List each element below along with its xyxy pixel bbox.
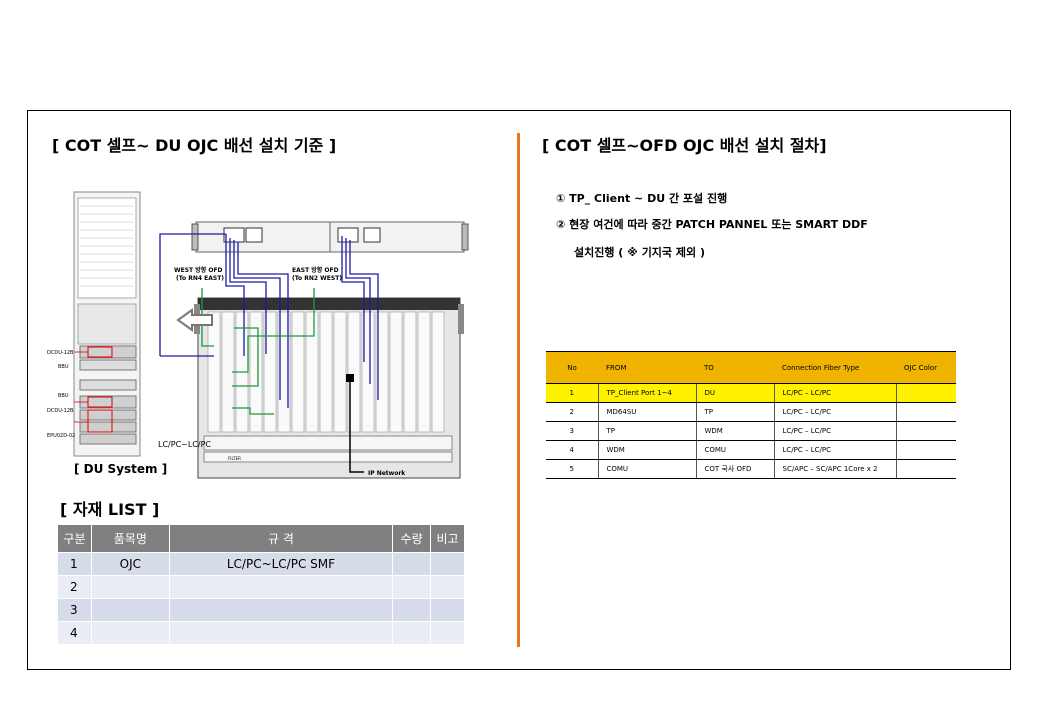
material-cell — [168, 598, 394, 622]
material-cell — [90, 621, 170, 645]
material-cell — [392, 552, 432, 576]
label-lc-pc: LC/PC~LC/PC — [158, 440, 211, 449]
section-divider — [517, 133, 520, 647]
label-ip-network: IP Network — [368, 470, 406, 477]
green-fibers — [201, 288, 315, 415]
connection-cell — [895, 459, 956, 479]
material-cell — [168, 621, 394, 645]
connection-cell — [895, 421, 956, 441]
connection-cell: TP — [597, 421, 696, 441]
label-dcdu-top: DCDU-12B — [47, 350, 74, 356]
cot-shelf: FILTER — [194, 297, 464, 479]
material-cell: 1 — [57, 552, 92, 576]
material-cell: 2 — [57, 575, 92, 599]
table-row: 1 TP_Client Port 1~4 DU LC/PC – LC/PC — [546, 383, 956, 403]
label-filter: FILTER — [228, 456, 241, 461]
connection-cell: 1 — [546, 383, 598, 403]
connection-cell: COT 국사 OFD — [695, 459, 774, 479]
material-cell — [90, 575, 170, 599]
table-row: 4 — [57, 621, 465, 645]
connection-cell: 3 — [546, 421, 598, 441]
table-row: 1 OJC LC/PC~LC/PC SMF — [57, 552, 465, 576]
connection-cell: LC/PC – LC/PC — [773, 383, 896, 403]
left-section-title: [ COT 셀프~ DU OJC 배선 설치 기준 ] — [52, 136, 337, 155]
connection-cell: WDM — [597, 440, 696, 460]
material-cell — [392, 575, 432, 599]
connection-header-cell: Connection Fiber Type — [774, 351, 896, 384]
label-epu: EPU02D-02 — [47, 433, 75, 439]
label-bbu-bottom: BBU — [58, 393, 69, 399]
material-cell: 4 — [57, 621, 92, 645]
procedure-step-2-continued: 설치진행 ( ※ 기지국 제외 ) — [574, 246, 705, 259]
procedure-step-1: ① TP_ Client ~ DU 간 포설 진행 — [556, 192, 728, 205]
connection-header-cell: TO — [696, 351, 774, 384]
material-header-cell: 품목명 — [90, 524, 170, 553]
connection-cell: 2 — [546, 402, 598, 422]
procedure-step-2: ② 현장 여건에 따라 중간 PATCH PANNEL 또는 SMART DDF — [556, 218, 868, 231]
right-section-title: [ COT 셀프~OFD OJC 배선 설치 절차] — [542, 136, 827, 155]
label-east-sub: (To RN2 WEST) — [292, 275, 342, 282]
connection-cell: LC/PC – LC/PC — [773, 440, 896, 460]
connection-header-row: No FROM TO Connection Fiber Type OJC Col… — [546, 351, 956, 384]
connection-cell: 5 — [546, 459, 598, 479]
material-list-title: [ 자재 LIST ] — [60, 500, 160, 519]
ip-network-link: IP Network — [346, 374, 406, 477]
label-west-sub: (To RN4 EAST) — [176, 275, 224, 282]
material-cell — [430, 552, 465, 576]
material-cell — [168, 575, 394, 599]
material-cell: LC/PC~LC/PC SMF — [168, 552, 394, 576]
material-cell — [392, 621, 432, 645]
direction-arrow-icon — [176, 308, 213, 332]
material-cell: OJC — [90, 552, 170, 576]
connection-cell — [895, 402, 956, 422]
connection-cell: DU — [695, 383, 774, 403]
connection-cell: WDM — [695, 421, 774, 441]
du-system-caption: [ DU System ] — [74, 462, 168, 476]
material-header-cell: 구분 — [57, 524, 92, 553]
table-row: 5 COMU COT 국사 OFD SC/APC – SC/APC 1Core … — [546, 459, 956, 479]
connection-header-cell: OJC Color — [896, 351, 956, 384]
material-cell — [90, 598, 170, 622]
material-cell — [430, 598, 465, 622]
material-header-row: 구분 품목명 규 격 수량 비고 — [57, 524, 465, 553]
table-row: 2 MD64SU TP LC/PC – LC/PC — [546, 402, 956, 422]
table-row: 4 WDM COMU LC/PC – LC/PC — [546, 440, 956, 460]
connection-header-cell: FROM — [598, 351, 696, 384]
connection-cell: TP — [695, 402, 774, 422]
connection-cell — [895, 383, 956, 403]
material-cell: 3 — [57, 598, 92, 622]
material-cell — [430, 575, 465, 599]
connection-header-cell: No — [546, 351, 598, 384]
connection-cell: COMU — [597, 459, 696, 479]
label-dcdu-bottom: DCDU-12B — [47, 408, 74, 414]
material-cell — [392, 598, 432, 622]
connection-cell: SC/APC – SC/APC 1Core x 2 — [773, 459, 896, 479]
material-list-table: 구분 품목명 규 격 수량 비고 1 OJC LC/PC~LC/PC SMF 2… — [57, 524, 465, 645]
content-frame — [27, 110, 1011, 670]
table-row: 2 — [57, 575, 465, 599]
material-header-cell: 규 격 — [168, 524, 394, 553]
table-row: 3 TP WDM LC/PC – LC/PC — [546, 421, 956, 441]
wiring-diagram: DCDU-12B BBU BBU DCDU-12B EPU02D-02 — [47, 191, 469, 479]
connection-cell: MD64SU — [597, 402, 696, 422]
connection-cell: TP_Client Port 1~4 — [597, 383, 696, 403]
label-west-ofd: WEST 방향 OFD — [174, 266, 223, 274]
connection-cell: COMU — [695, 440, 774, 460]
connection-cell: LC/PC – LC/PC — [773, 402, 896, 422]
connection-cell: LC/PC – LC/PC — [773, 421, 896, 441]
connection-table: No FROM TO Connection Fiber Type OJC Col… — [546, 351, 956, 479]
connection-cell: 4 — [546, 440, 598, 460]
connection-cell — [895, 440, 956, 460]
material-header-cell: 수량 — [392, 524, 432, 553]
du-rack: DCDU-12B BBU BBU DCDU-12B EPU02D-02 — [47, 191, 141, 457]
label-bbu-top: BBU — [58, 364, 69, 370]
material-cell — [430, 621, 465, 645]
label-east-ofd: EAST 방향 OFD — [292, 266, 339, 274]
table-row: 3 — [57, 598, 465, 622]
blue-fibers — [159, 233, 379, 408]
ofd-panel — [191, 221, 469, 253]
material-header-cell: 비고 — [430, 524, 465, 553]
